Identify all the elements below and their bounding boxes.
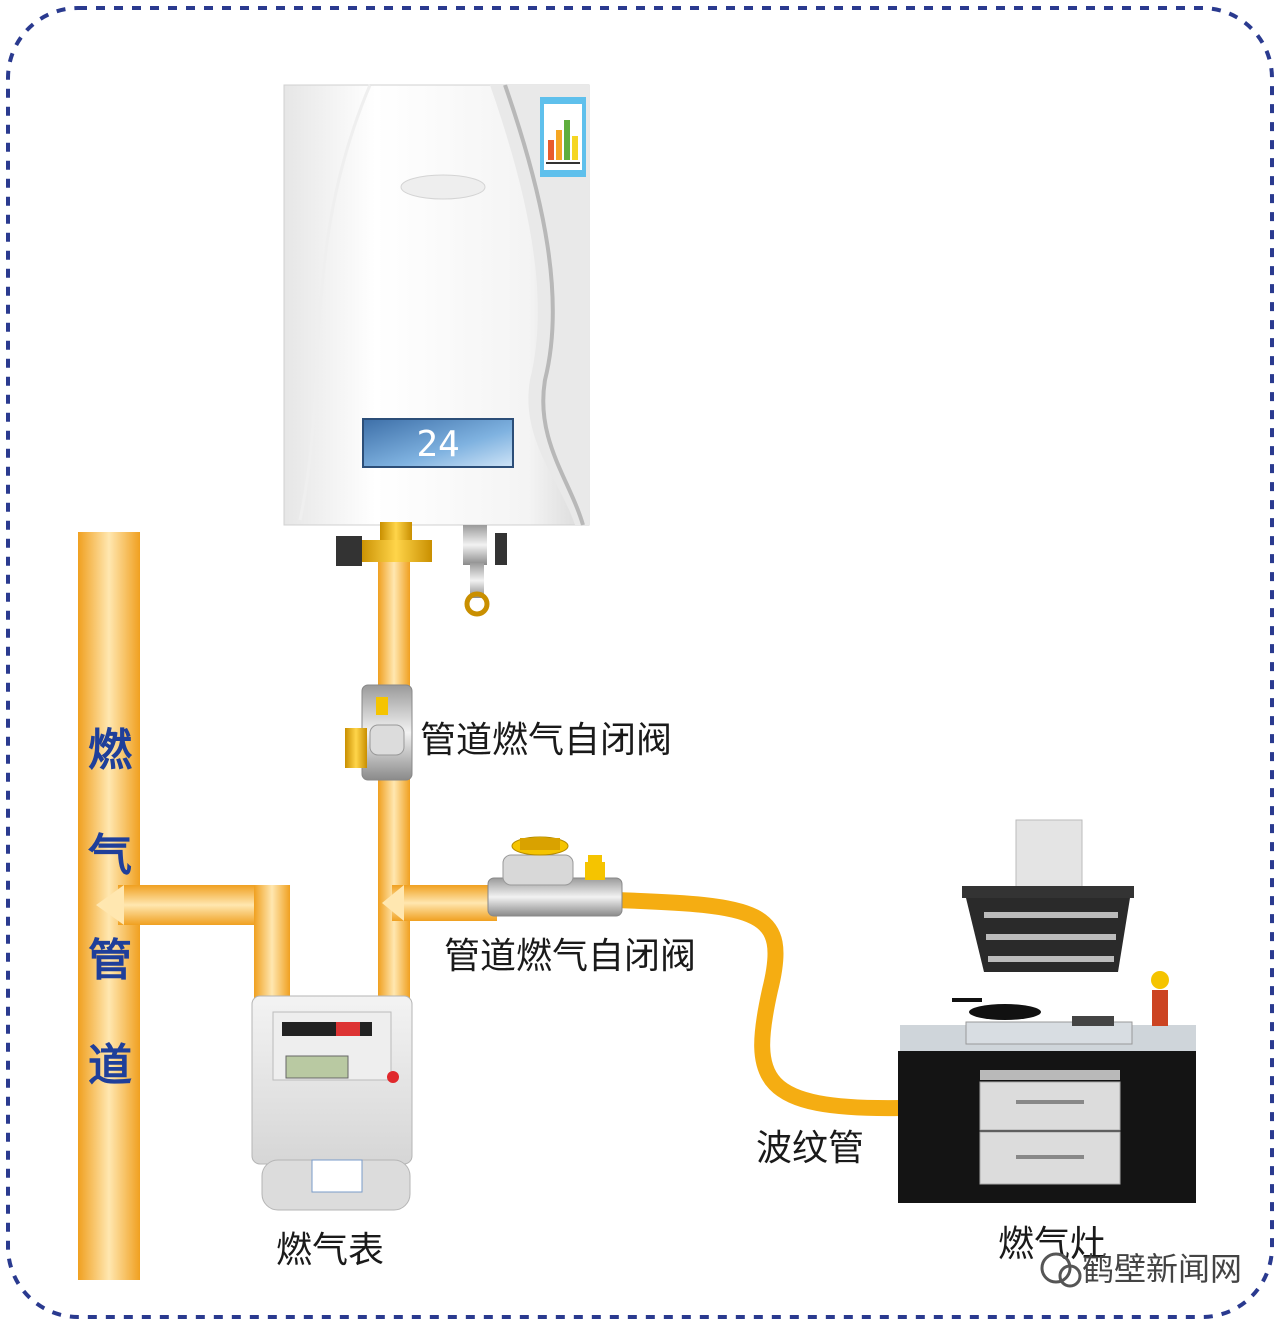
vertical-label-char-1: 燃 [88,725,133,776]
vertical-pipe-label: 燃 气 管 道 [88,725,133,1091]
lower-self-closing-valve [487,836,623,917]
vertical-label-char-2: 气 [88,830,132,881]
chat-logo-icon [1040,1252,1072,1284]
cabinet-drawer-upper [979,1081,1121,1131]
gas-meter-label: 燃气表 [276,1230,384,1271]
meter-lcd [285,1055,349,1079]
gas-stove-label: 燃气灶 [998,1224,1106,1265]
wok [969,1004,1041,1020]
burner-right [1072,1016,1114,1026]
corrugated-hose [607,892,908,1117]
gas-meter [251,995,413,1211]
lower-valve-label: 管道燃气自闭阀 [444,936,696,977]
vertical-label-char-4: 道 [88,1040,132,1091]
upper-valve-label: 管道燃气自闭阀 [420,720,672,761]
meter-button [387,1071,399,1083]
temperature-display [362,418,514,468]
range-hood-top [962,886,1134,898]
heater-knob [400,174,486,200]
vertical-label-char-3: 管 [88,935,132,986]
range-hood-chimney [1015,819,1083,891]
dashed-border [6,6,1274,1319]
flower-vase [1152,990,1168,1026]
corrugated-pipe-label: 波纹管 [756,1128,864,1169]
watermark-text: 鹤壁新闻网 [1082,1250,1242,1288]
pipe-down-to-meter [254,885,290,1000]
gas-stove-cabinet [898,819,1196,1203]
temperature-value: 24 [416,424,459,465]
branch-pipe-to-stove [392,885,497,921]
gas-water-heater: 24 [283,84,590,526]
watermark: 鹤壁新闻网 [1040,1250,1242,1288]
water-outlet-valve [463,525,487,565]
upper-self-closing-valve [345,684,413,781]
heater-fittings [336,522,507,617]
gas-stove-hob [965,1021,1133,1045]
